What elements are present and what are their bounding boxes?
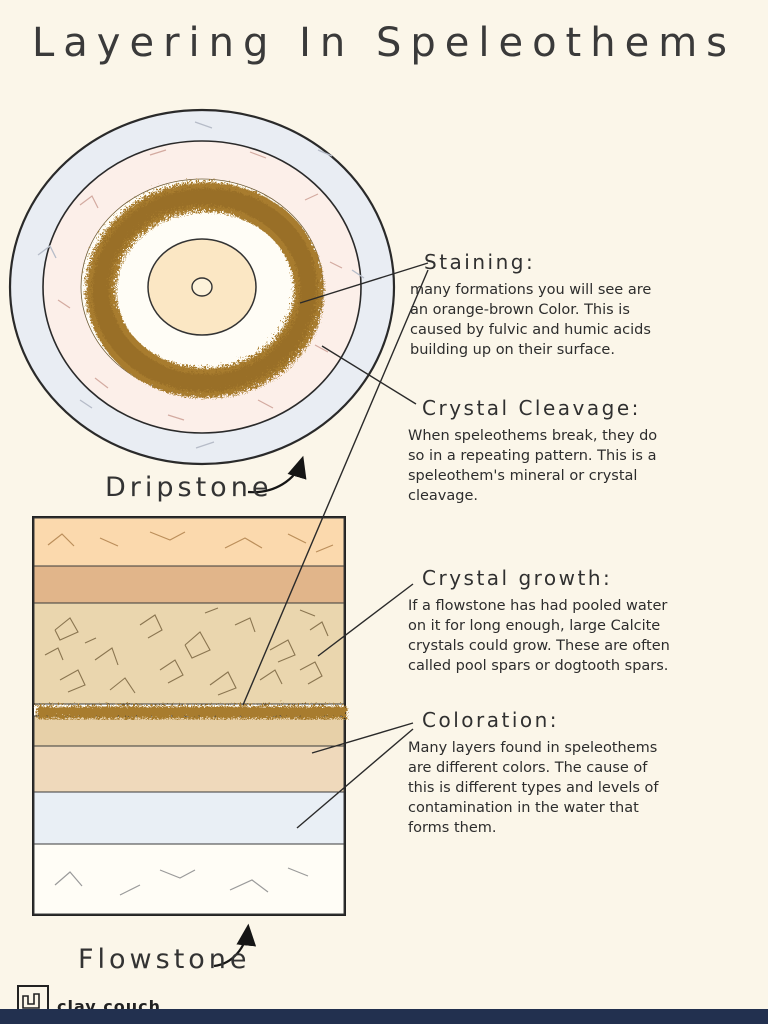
coloration-line-2 [296,728,414,829]
cleavage-body: When speleothems break, they do so in a … [408,428,658,504]
staining-stripe [34,703,344,716]
annotation-staining: Staining: many formations you will see a… [410,250,672,360]
flowstone-diagram [32,516,346,916]
growth-body: If a flowstone has had pooled water on i… [408,598,670,674]
page-title: Layering In Speleothems [32,20,736,66]
staining-body: many formations you will see are an oran… [410,282,652,358]
flowstone-arrow [213,923,257,968]
crystal-doodles [44,607,329,696]
annotation-crystal-cleavage: Crystal Cleavage: When speleothems break… [408,396,666,506]
staining-to-ring-line [299,262,429,304]
annotation-crystal-growth: Crystal growth: If a flowstone has had p… [408,566,674,676]
dripstone-diagram [8,108,396,466]
growth-line [317,583,414,657]
cleavage-heading: Crystal Cleavage: [422,396,641,420]
footer-bar [0,1009,768,1024]
growth-heading: Crystal growth: [422,566,613,590]
layer-tan [33,715,345,747]
layer-peach-top [33,517,345,567]
layer-blue [33,791,345,845]
pink-ring-cracks [57,149,343,421]
staining-heading: Staining: [424,250,536,274]
layer-peach-low [33,745,345,793]
dripstone-arrow [247,455,307,494]
cleavage-line [321,345,417,405]
top-layer-cracks [47,531,334,553]
connector-lines [242,262,429,829]
coloration-heading: Coloration: [422,708,560,732]
layer-tan-dark [33,565,345,604]
dripstone-label: Dripstone [105,472,273,503]
label-arrows [213,455,307,968]
coloration-line-1 [311,722,414,754]
annotation-coloration: Coloration: Many layers found in speleot… [408,708,662,838]
coloration-body: Many layers found in speleothems are dif… [408,740,659,836]
outer-ring-cracks [37,121,365,449]
flowstone-label: Flowstone [78,944,251,975]
layer-white-bottom [33,843,345,915]
staining-to-stripe-line [242,269,429,706]
bottom-layer-cracks [54,867,309,896]
